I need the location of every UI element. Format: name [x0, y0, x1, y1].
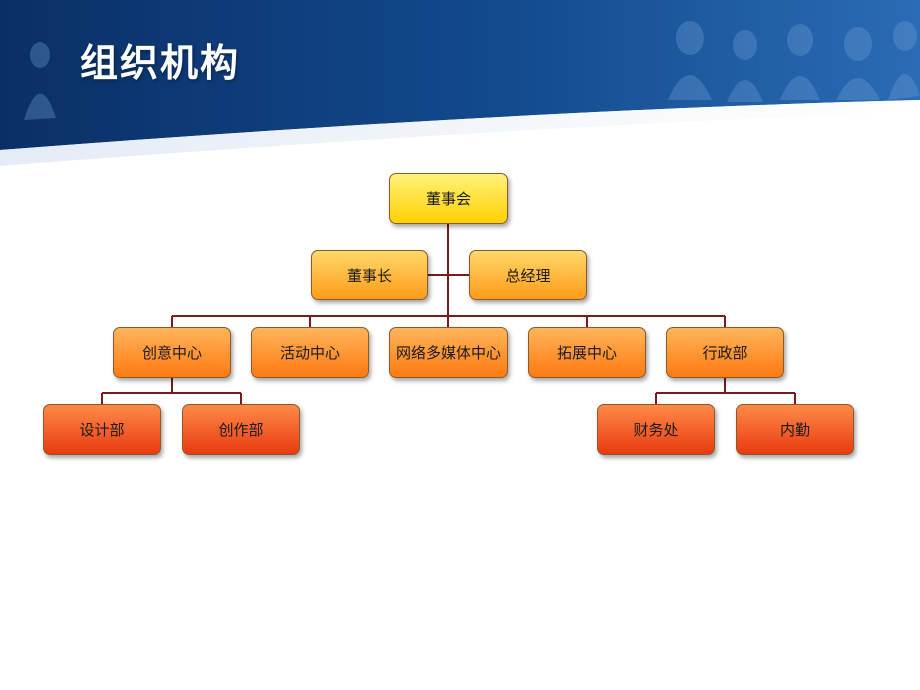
node-design-dept: 设计部 — [43, 404, 161, 455]
node-logistics: 内勤 — [736, 404, 854, 455]
slide-title: 组织机构 — [80, 41, 241, 85]
node-expansion-center: 拓展中心 — [528, 327, 646, 378]
node-writing-dept: 创作部 — [182, 404, 300, 455]
node-creative-center: 创意中心 — [113, 327, 231, 378]
node-activity-center: 活动中心 — [251, 327, 369, 378]
node-general-manager: 总经理 — [469, 250, 587, 300]
node-chairman: 董事长 — [311, 250, 428, 300]
node-admin-dept: 行政部 — [666, 327, 784, 378]
header-banner — [0, 0, 920, 200]
node-media-center: 网络多媒体中心 — [389, 327, 508, 378]
node-finance-office: 财务处 — [597, 404, 715, 455]
node-board: 董事会 — [389, 173, 508, 224]
